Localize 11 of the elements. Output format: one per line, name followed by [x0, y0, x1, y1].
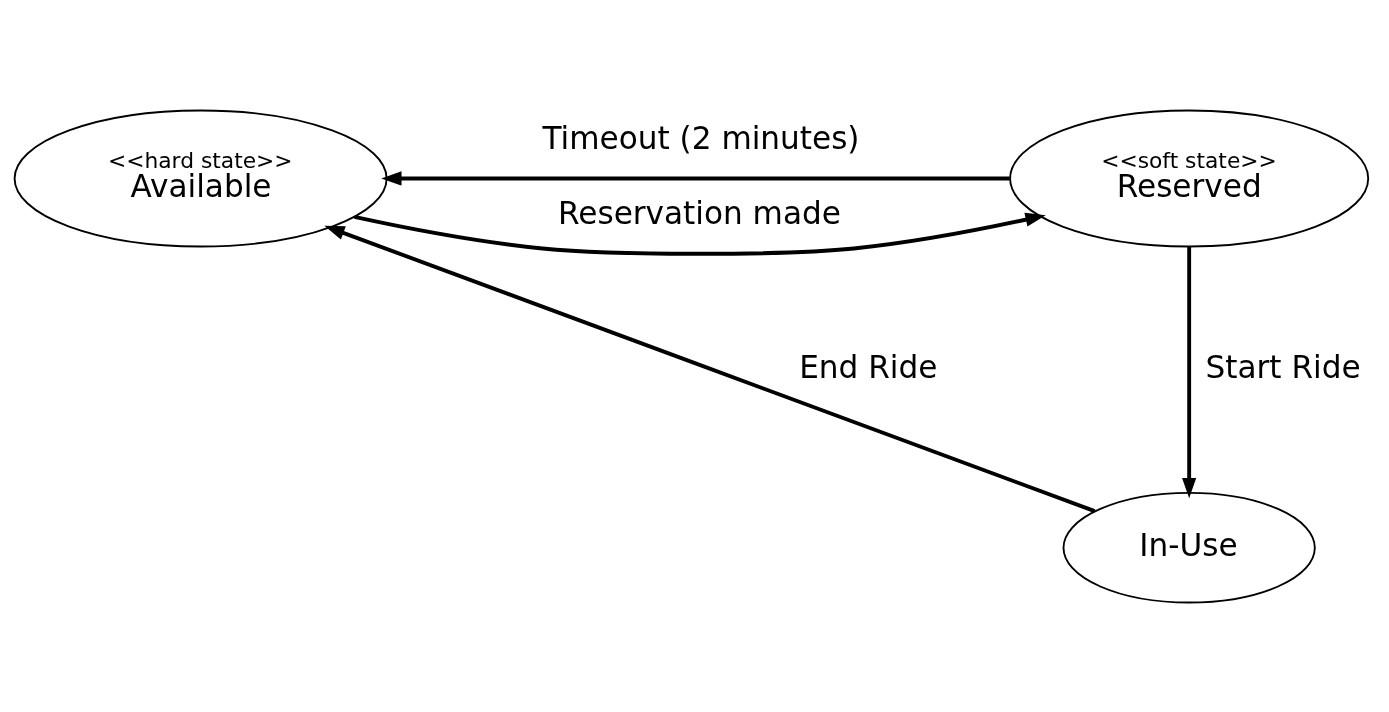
arrow [354, 212, 1046, 256]
edge-label: Reservation made [558, 194, 841, 231]
node-ellipse: In-Use [1062, 491, 1316, 603]
node-ellipse: <<soft state>> Reserved [1009, 109, 1370, 247]
node-ellipse: <<hard state>> Available [13, 109, 388, 247]
edge-label: Start Ride [1205, 347, 1361, 384]
arrow [1182, 246, 1197, 498]
edge-label: Timeout (2 minutes) [542, 119, 860, 156]
arrow [324, 225, 1096, 513]
arrow [381, 170, 1010, 186]
edge-label: End Ride [799, 347, 938, 384]
